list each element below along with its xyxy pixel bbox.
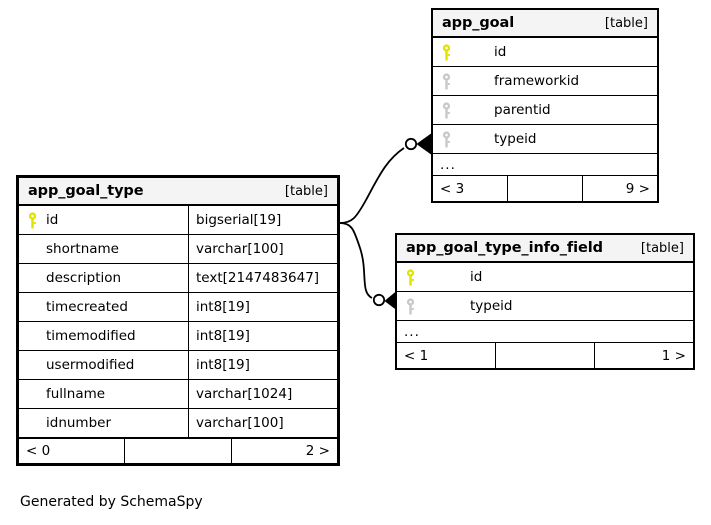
column-name: id <box>470 269 483 285</box>
column-type: varchar[100] <box>188 409 337 437</box>
column-name: shortname <box>46 241 119 257</box>
column-name-cell: timemodified <box>19 322 188 350</box>
primary-key-icon <box>406 268 415 285</box>
column-name-cell: usermodified <box>19 351 188 379</box>
table-app-goal-type-info-field[interactable]: app_goal_type_info_field [table] id <box>395 233 695 370</box>
generated-by-caption: Generated by SchemaSpy <box>20 494 203 510</box>
column-name-cell: parentid <box>433 96 551 124</box>
column-type: varchar[100] <box>188 235 337 263</box>
zero-cardinality-circle <box>372 293 386 307</box>
table-row[interactable]: id bigserial[19] <box>19 206 337 235</box>
column-name-cell: shortname <box>19 235 188 263</box>
table-footer: < 0 2 > <box>19 438 337 463</box>
key-placeholder <box>27 270 38 287</box>
column-name: id <box>46 212 59 228</box>
column-name-cell: fullname <box>19 380 188 408</box>
table-row[interactable]: id <box>397 263 693 292</box>
foreign-key-icon <box>442 130 451 147</box>
table-app-goal-type[interactable]: app_goal_type [table] id bigserial[19] s… <box>16 175 340 466</box>
footer-middle <box>124 439 230 463</box>
table-header: app_goal_type_info_field [table] <box>397 235 693 263</box>
key-placeholder <box>27 357 38 374</box>
column-name: id <box>494 44 507 60</box>
column-name-cell: idnumber <box>19 409 188 437</box>
table-name: app_goal <box>442 15 515 31</box>
column-type: varchar[1024] <box>188 380 337 408</box>
table-row[interactable]: parentid <box>433 96 657 125</box>
more-columns-indicator: ... <box>433 154 657 176</box>
column-name: typeid <box>470 298 513 314</box>
foreign-key-icon <box>442 101 451 118</box>
footer-middle <box>507 176 582 201</box>
footer-left[interactable]: < 0 <box>26 443 51 459</box>
zero-cardinality-circle <box>404 137 418 151</box>
relationship-app-goal-type-to-app-goal <box>339 133 433 224</box>
table-tag: [table] <box>604 15 648 31</box>
column-name: description <box>46 270 122 286</box>
key-placeholder <box>27 415 38 432</box>
column-name-cell: typeid <box>433 125 536 153</box>
column-name: timecreated <box>46 299 128 315</box>
column-name: usermodified <box>46 357 135 373</box>
table-row[interactable]: description text[2147483647] <box>19 264 337 293</box>
column-name-cell: frameworkid <box>433 67 579 95</box>
footer-middle <box>495 343 594 368</box>
column-name: frameworkid <box>494 73 580 89</box>
primary-key-icon <box>28 211 37 228</box>
table-row[interactable]: shortname varchar[100] <box>19 235 337 264</box>
table-row[interactable]: typeid <box>433 125 657 154</box>
table-header: app_goal_type [table] <box>19 178 337 206</box>
table-row[interactable]: id <box>433 38 657 67</box>
column-type: bigserial[19] <box>188 206 337 234</box>
column-type: text[2147483647] <box>188 264 337 292</box>
footer-right[interactable]: 1 > <box>594 343 693 368</box>
table-row[interactable]: fullname varchar[1024] <box>19 380 337 409</box>
table-app-goal[interactable]: app_goal [table] id <box>431 8 659 203</box>
column-name-cell: id <box>19 206 188 234</box>
column-name: timemodified <box>46 328 136 344</box>
table-row[interactable]: timemodified int8[19] <box>19 322 337 351</box>
key-placeholder <box>27 299 38 316</box>
table-row[interactable]: typeid <box>397 292 693 321</box>
key-placeholder <box>27 241 38 258</box>
column-name-cell: description <box>19 264 188 292</box>
column-name: fullname <box>46 386 106 402</box>
column-name-cell: timecreated <box>19 293 188 321</box>
table-name: app_goal_type <box>28 183 144 199</box>
footer-right[interactable]: 9 > <box>582 176 657 201</box>
footer-left[interactable]: < 3 <box>440 180 465 197</box>
column-name-cell: typeid <box>397 292 512 320</box>
key-placeholder <box>27 386 38 403</box>
footer-right[interactable]: 2 > <box>230 439 337 463</box>
foreign-key-icon <box>442 72 451 89</box>
column-name: idnumber <box>46 415 112 431</box>
column-type: int8[19] <box>188 322 337 350</box>
table-row[interactable]: idnumber varchar[100] <box>19 409 337 438</box>
column-type: int8[19] <box>188 293 337 321</box>
column-type: int8[19] <box>188 351 337 379</box>
table-row[interactable]: frameworkid <box>433 67 657 96</box>
column-name-cell: id <box>397 263 482 291</box>
footer-left[interactable]: < 1 <box>404 347 429 364</box>
relationship-app-goal-type-to-info-field <box>339 222 399 311</box>
key-placeholder <box>27 328 38 345</box>
crowsfoot-arrow <box>416 133 433 155</box>
table-name: app_goal_type_info_field <box>406 240 603 256</box>
table-header: app_goal [table] <box>433 10 657 38</box>
table-footer: < 3 9 > <box>433 176 657 201</box>
column-name: typeid <box>494 131 537 147</box>
table-footer: < 1 1 > <box>397 343 693 368</box>
primary-key-icon <box>442 43 451 60</box>
foreign-key-icon <box>406 297 415 314</box>
table-tag: [table] <box>640 240 684 256</box>
table-tag: [table] <box>284 183 328 199</box>
column-name: parentid <box>494 102 551 118</box>
table-row[interactable]: timecreated int8[19] <box>19 293 337 322</box>
column-name-cell: id <box>433 38 506 66</box>
table-row[interactable]: usermodified int8[19] <box>19 351 337 380</box>
more-columns-indicator: ... <box>397 321 693 343</box>
